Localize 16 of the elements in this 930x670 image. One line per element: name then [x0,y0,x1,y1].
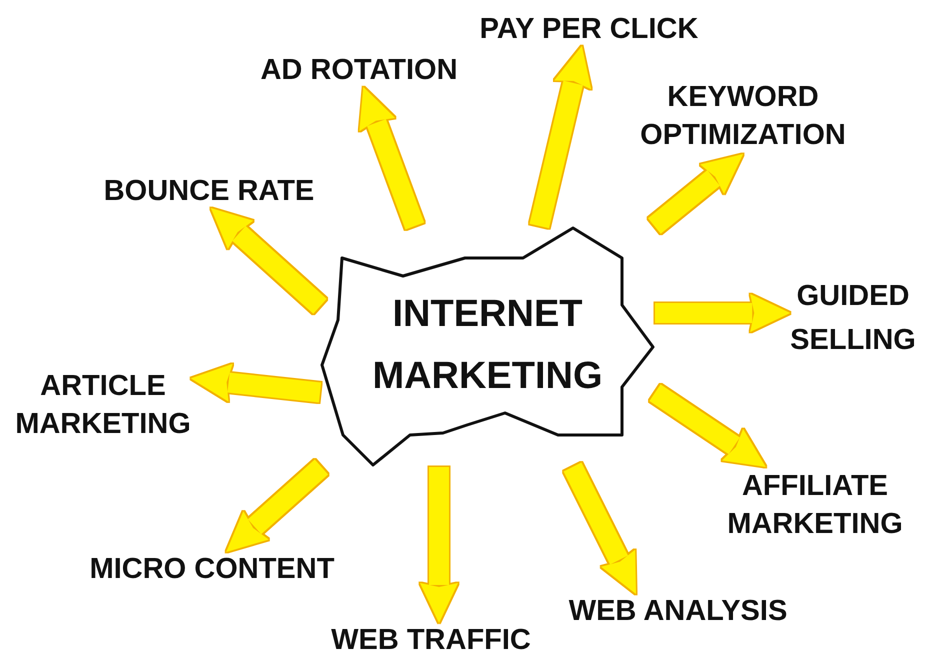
hub-label: INTERNET MARKETING [372,292,603,399]
topic-label: WEB ANALYSIS [568,594,788,628]
torn-paper-shape [320,226,655,467]
topic-label: KEYWORD OPTIMIZATION [640,80,846,153]
topic-label: WEB TRAFFIC [331,623,531,657]
arrow [530,44,592,228]
topic-label: GUIDED SELLING [790,279,916,358]
arrow [420,467,458,623]
arrow [655,294,790,332]
topic-label: MICRO CONTENT [90,552,334,586]
topic-label: ARTICLE MARKETING [15,369,191,442]
topic-label: AD ROTATION [260,53,458,87]
arrow [190,364,322,402]
topic-label: BOUNCE RATE [104,174,314,208]
topic-label: AFFILIATE MARKETING [727,469,903,542]
topic-label: PAY PER CLICK [480,12,698,46]
